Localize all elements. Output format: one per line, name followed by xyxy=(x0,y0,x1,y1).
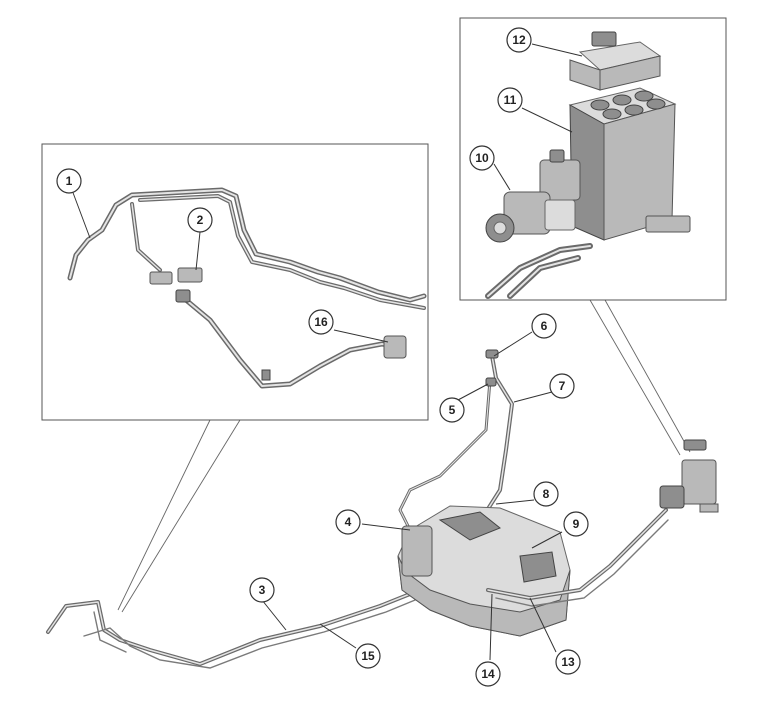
leak-detection-pump xyxy=(485,149,581,243)
svg-text:13: 13 xyxy=(561,655,575,669)
callout-10: 10 xyxy=(469,145,495,171)
control-module xyxy=(569,31,662,91)
callout-12: 12 xyxy=(506,27,532,53)
callout-15: 15 xyxy=(355,643,381,669)
svg-text:12: 12 xyxy=(512,33,526,47)
svg-text:10: 10 xyxy=(475,151,489,165)
svg-text:5: 5 xyxy=(449,403,456,417)
callout-11: 11 xyxy=(497,87,523,113)
svg-text:6: 6 xyxy=(541,319,548,333)
svg-text:9: 9 xyxy=(573,517,580,531)
callout-13: 13 xyxy=(555,649,581,675)
svg-text:3: 3 xyxy=(259,583,266,597)
callout-14: 14 xyxy=(475,661,501,687)
callout-6: 6 xyxy=(531,313,557,339)
canister xyxy=(568,87,691,241)
callout-16: 16 xyxy=(308,309,334,335)
left-inset-frame xyxy=(41,143,429,421)
svg-text:4: 4 xyxy=(345,515,352,529)
leader-lines xyxy=(71,43,583,661)
svg-text:7: 7 xyxy=(559,379,566,393)
callout-8: 8 xyxy=(533,481,559,507)
svg-text:1: 1 xyxy=(66,174,73,188)
zoom-lines xyxy=(117,299,691,613)
left-inset-pipes xyxy=(67,187,427,389)
svg-text:2: 2 xyxy=(197,213,204,227)
callout-7: 7 xyxy=(549,373,575,399)
svg-text:16: 16 xyxy=(314,315,328,329)
callout-5: 5 xyxy=(439,397,465,423)
svg-text:15: 15 xyxy=(361,649,375,663)
canister-small xyxy=(659,439,719,513)
main-assembly xyxy=(46,349,719,669)
callout-3: 3 xyxy=(249,577,275,603)
fuel-tank xyxy=(397,505,571,637)
svg-text:8: 8 xyxy=(543,487,550,501)
svg-text:11: 11 xyxy=(504,93,517,107)
svg-text:14: 14 xyxy=(481,667,495,681)
callout-9: 9 xyxy=(563,511,589,537)
right-inset xyxy=(459,17,727,301)
left-inset xyxy=(41,143,429,421)
callout-4: 4 xyxy=(335,509,361,535)
callout-1: 1 xyxy=(56,168,82,194)
callout-2: 2 xyxy=(187,207,213,233)
